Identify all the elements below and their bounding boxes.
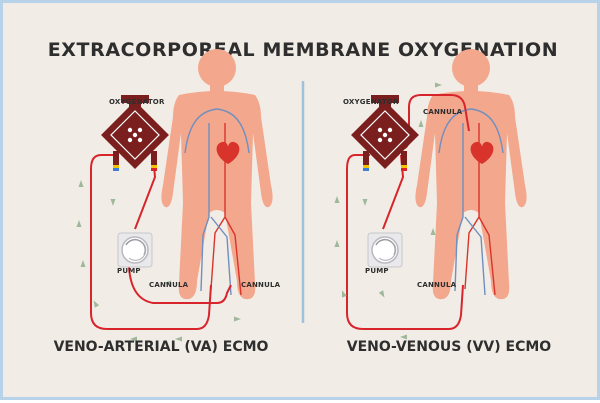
va-oxygenator [100,94,170,172]
va-caption: VENO-ARTERIAL (VA) ECMO [53,339,269,355]
vv-human-body [415,49,527,300]
vv-pump [367,232,403,268]
va-cannula-label-1: CANNULA [149,281,189,289]
vv-blood-vessels [438,108,504,296]
vv-caption: VENO-VENOUS (VV) ECMO [346,339,552,355]
ecmo-illustration [76,49,527,342]
va-cannula-label-2: CANNULA [241,281,281,289]
vv-panel [334,49,527,340]
vv-pump-label: PUMP [365,267,389,275]
va-panel [76,49,273,342]
vv-oxygenator-label: OXYGENATOR [343,98,399,106]
va-blood-vessels [184,108,250,296]
va-pump-label: PUMP [117,267,141,275]
va-human-body [161,49,273,300]
diagram-title: EXTRACORPOREAL MEMBRANE OXYGENATION [47,39,559,61]
va-oxygenator-label: OXYGENATOR [109,98,165,106]
vv-cannula-label-1: CANNULA [423,108,463,116]
va-pump [117,232,153,268]
vv-cannula-label-2: CANNULA [417,281,457,289]
